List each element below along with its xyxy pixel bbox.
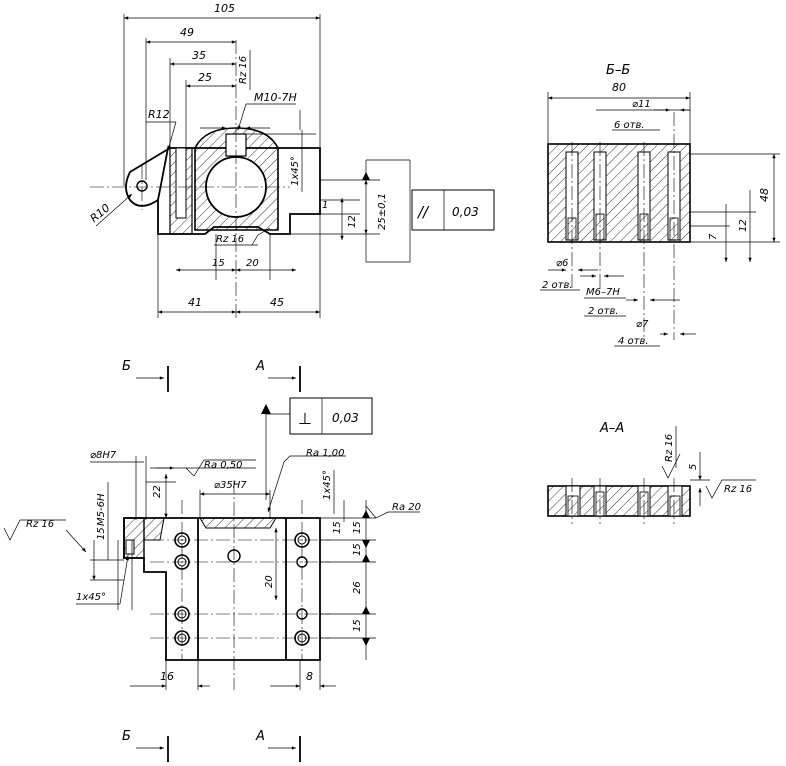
parallelism-symbol: // [416,203,430,221]
hole-6-label: ⌀6 [556,258,568,269]
section-b-width: 80 [612,81,626,94]
cut-a-top-label: А [255,359,265,374]
dim-15-left: 15 [96,527,107,540]
cut-a-bottom-label: А [255,729,265,744]
dim-22: 22 [152,485,163,498]
dim-15-front: 15 [212,258,225,269]
section-a-title: А–А [599,421,624,436]
cut-b-bottom-label: Б [122,729,131,744]
perpendicularity-tolerance-frame: ⊥ 0,03 [261,397,373,500]
perpendicularity-symbol: ⊥ [298,409,312,428]
bore-35h7-label: ⌀35H7 [214,480,247,491]
perpendicularity-value: 0,03 [332,411,359,425]
dim-35: 35 [192,49,206,62]
chamfer-front: 1x45° [290,156,301,186]
section-a-rz-top: Rz 16 [664,434,675,462]
dim-25-tol: 25±0,1 [377,193,388,230]
parallelism-value: 0,03 [452,205,479,219]
section-b-height: 48 [758,188,771,202]
parallelism-tolerance-frame: // 0,03 [411,189,495,231]
section-b-b: Б–Б 80 ⌀11 6 отв. 48 12 7 [540,63,780,347]
dim-49: 49 [180,26,194,39]
hole-6-count: 2 отв. [542,280,573,291]
dim-top-26: 26 [352,581,363,594]
chamfer-left: 1x45° [76,592,106,603]
dim-top-15b: 15 [352,543,363,556]
dim-r10: R10 [88,201,113,225]
dim-top-15-side: 15 [332,521,343,534]
hole-7-label: ⌀7 [636,319,649,330]
cut-markers-top: Б А [122,359,301,392]
chamfer-top: 1x45° [322,470,333,500]
dim-45: 45 [270,296,284,309]
dim-20-front: 20 [246,258,259,269]
rz16-bottom: Rz 16 [216,234,244,245]
dim-16: 16 [160,670,174,683]
section-a-a: А–А Rz 16 5 Rz 16 [547,421,756,524]
section-b-7: 7 [708,233,719,240]
front-view: 105 49 35 25 R12 R10 M10-7H Rz 16 1x45° … [88,2,495,320]
rz16-left: Rz 16 [26,519,54,530]
thread-m6-label: M6–7H [586,287,620,298]
section-a-rz-side: Rz 16 [724,484,752,495]
ra100-label: Ra 1,00 [306,448,345,459]
dim-top-15c: 15 [352,619,363,632]
cut-b-top-label: Б [122,359,131,374]
hole-8h7-label: ⌀8H7 [90,450,117,461]
hole-11-label: ⌀11 [632,99,651,110]
hole-11-count: 6 отв. [614,120,645,131]
cut-markers-bottom: Б А [122,729,301,762]
rz16-top: Rz 16 [238,56,249,84]
dim-8: 8 [306,670,313,683]
dim-1: 1 [322,200,328,211]
thread-m5-label: M5-6H [96,493,107,526]
dim-25: 25 [198,71,212,84]
dim-thread-m10: M10-7H [254,91,297,104]
dim-top-20: 20 [264,575,275,588]
dim-r12: R12 [148,108,170,121]
thread-m6-count: 2 отв. [588,306,619,317]
section-b-12: 12 [738,219,749,232]
top-view: 15 15 26 15 15 Ra 20 Ra 0,50 Ra 1,00 ⌀8H… [3,397,421,690]
dim-12: 12 [347,215,358,228]
dim-top-15a: 15 [352,521,363,534]
dim-105: 105 [214,2,235,15]
ra050-label: Ra 0,50 [204,460,243,471]
section-b-title: Б–Б [606,63,630,78]
dim-41: 41 [188,296,202,309]
hole-7-count: 4 отв. [618,336,649,347]
section-a-5: 5 [688,464,699,470]
ra20-label: Ra 20 [392,502,421,513]
